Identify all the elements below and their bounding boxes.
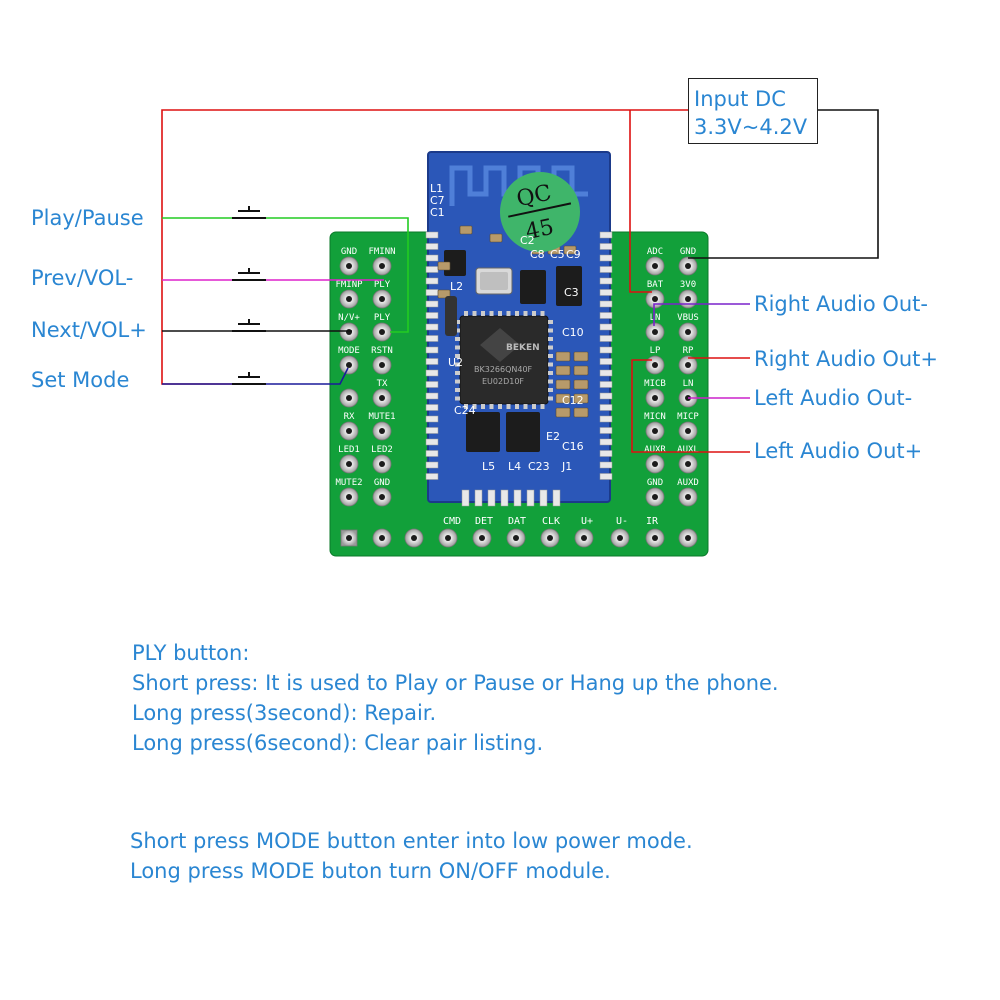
module-mark: C12: [562, 394, 584, 407]
pcb-pin-label: TX: [377, 379, 388, 389]
pcb-pin-label: LN: [650, 313, 661, 323]
pcb-pin-label: RSTN: [371, 346, 393, 356]
label-right-out-plus: Right Audio Out+: [754, 347, 939, 371]
label-prev-vol: Prev/VOL-: [31, 266, 134, 290]
module-mark: L4: [508, 460, 521, 473]
label-left-out-minus: Left Audio Out-: [754, 386, 913, 410]
ply-long-press-6s: Long press(6second): Clear pair listing.: [132, 731, 544, 755]
next-switch: [232, 319, 266, 332]
module-mark: C9: [566, 248, 581, 261]
pcb-bottom-pin-label: U-: [616, 516, 628, 527]
label-play-pause: Play/Pause: [31, 206, 144, 230]
pcb-pin-label: VBUS: [677, 313, 699, 323]
chip-part: BK3266QN40F: [474, 365, 533, 374]
pcb-pin-label: MICB: [644, 379, 666, 389]
push-buttons: [232, 206, 266, 385]
label-next-vol: Next/VOL+: [31, 318, 147, 342]
module-mark: J1: [561, 460, 572, 473]
pcb-pin-label: MUTE1: [368, 412, 395, 422]
module-mark: E2: [546, 430, 560, 443]
pcb-pin-label: LN: [683, 379, 694, 389]
wires: [161, 109, 879, 453]
module-mark: C16: [562, 440, 584, 453]
mode-switch: [232, 372, 266, 385]
pcb-bottom-pin-label: DAT: [508, 516, 526, 527]
pcb-pin-label: MICP: [677, 412, 699, 422]
module-mark: C3: [564, 286, 579, 299]
mode-short-press: Short press MODE button enter into low p…: [130, 829, 693, 853]
pcb-bottom-pin-label: IR: [646, 516, 659, 527]
module-mark: C7: [430, 194, 445, 207]
prev-switch: [232, 268, 266, 281]
pcb-pin-label: MODE: [338, 346, 360, 356]
input-dc-range: 3.3V~4.2V: [694, 115, 808, 139]
module-mark: U2: [448, 356, 463, 369]
chip-lot: EU02D10F: [482, 377, 524, 386]
pcb-pin-label: MUTE2: [335, 478, 362, 488]
module-mark: L2: [450, 280, 463, 293]
ply-title: PLY button:: [132, 641, 250, 665]
module-mark: C23: [528, 460, 550, 473]
module-castellated-pins: [425, 231, 613, 507]
pcb-pin-label: LED2: [371, 445, 393, 455]
qc-sticker: QC 45: [500, 172, 580, 252]
mode-long-press: Long press MODE buton turn ON/OFF module…: [130, 859, 611, 883]
pcb-pin-label: BAT: [647, 280, 664, 290]
input-dc-box: Input DC 3.3V~4.2V: [688, 78, 818, 144]
pcb-pads: [339, 256, 698, 548]
pcb-pin-label: MICN: [644, 412, 666, 422]
pcb-bottom-pin-label: U+: [581, 516, 593, 527]
pcb-pin-label: FMINN: [368, 247, 395, 257]
pcb-pin-label: AUXL: [677, 445, 699, 455]
pcb-bottom-pin-label: CLK: [542, 516, 560, 527]
pcb-pin-label: LED1: [338, 445, 360, 455]
pcb-pin-label: RP: [683, 346, 694, 356]
label-set-mode: Set Mode: [31, 368, 130, 392]
pcb-pin-label: FMINP: [335, 280, 363, 290]
module-mark: C2: [520, 234, 535, 247]
pcb-pin-label: AUXR: [644, 445, 666, 455]
bluetooth-module: BEKEN BK3266QN40F EU02D10F QC 45 L1C7C1C…: [425, 151, 613, 507]
pcb-pin-label: GND: [647, 478, 663, 488]
input-dc-label: Input DC: [694, 87, 786, 111]
pcb-pin-label: PLY: [374, 313, 391, 323]
pcb-pin-label: ADC: [647, 247, 663, 257]
module-mark: C8: [530, 248, 545, 261]
module-mark: C1: [430, 206, 445, 219]
ply-long-press-3s: Long press(3second): Repair.: [132, 701, 437, 725]
module-mark: L5: [482, 460, 495, 473]
module-mark: C10: [562, 326, 584, 339]
main-chip: BEKEN BK3266QN40F EU02D10F: [455, 311, 553, 409]
chip-brand: BEKEN: [506, 343, 540, 353]
pcb-pin-label: GND: [341, 247, 357, 257]
pcb-pin-label: AUXD: [677, 478, 699, 488]
pcb-bottom-pin-label: CMD: [443, 516, 461, 527]
pcb-pin-label: N/V+: [338, 313, 360, 323]
pcb-bottom-pin-label: DET: [475, 516, 493, 527]
pcb-pin-label: LP: [650, 346, 661, 356]
pcb-pin-label: RX: [344, 412, 355, 422]
module-mark: C24: [454, 404, 476, 417]
pcb-pin-label: GND: [374, 478, 390, 488]
label-left-out-plus: Left Audio Out+: [754, 439, 923, 463]
pcb-pin-label: 3V0: [680, 280, 696, 290]
svg-text:45: 45: [523, 215, 556, 245]
pcb-pin-label: GND: [680, 247, 696, 257]
label-right-out-minus: Right Audio Out-: [754, 292, 928, 316]
play-pause-switch: [232, 206, 266, 219]
module-mark: L1: [430, 182, 443, 195]
pcb-pin-label: PLY: [374, 280, 391, 290]
module-mark: C5: [550, 248, 565, 261]
ply-short-press: Short press: It is used to Play or Pause…: [132, 671, 779, 695]
